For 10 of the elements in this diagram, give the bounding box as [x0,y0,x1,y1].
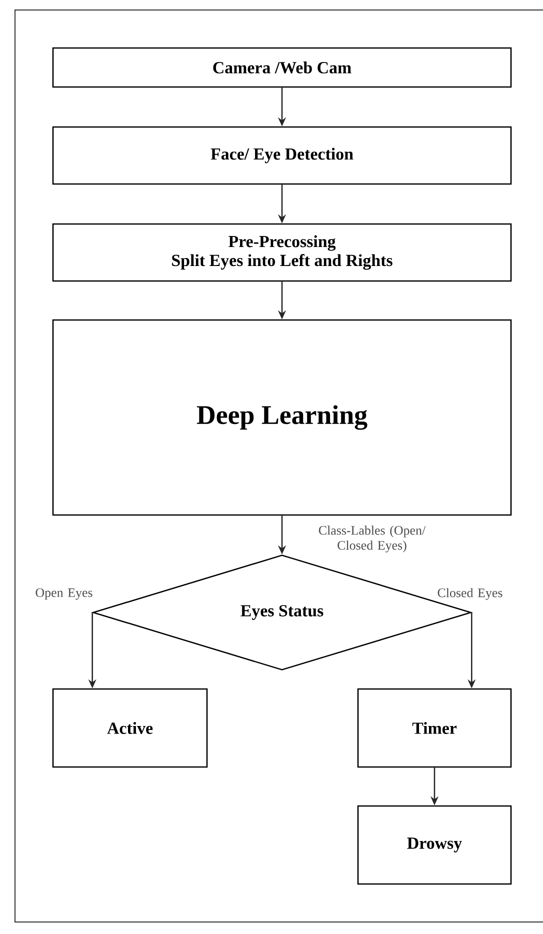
edge-label: Class-Lables (Open/ Closed Eyes) [318,526,426,552]
process-box: Active [52,688,208,768]
edge-label: Closed Eyes [438,588,502,600]
process-box: Timer [357,688,512,768]
process-box: Drowsy [357,805,512,885]
process-box: Face/ Eye Detection [52,126,512,185]
process-box: Camera /Web Cam [52,47,512,88]
edge-label: Open Eyes [36,588,92,600]
process-box: Pre-Precossing Split Eyes into Left and Rights [52,223,512,282]
process-box: Deep Learning [52,319,512,516]
